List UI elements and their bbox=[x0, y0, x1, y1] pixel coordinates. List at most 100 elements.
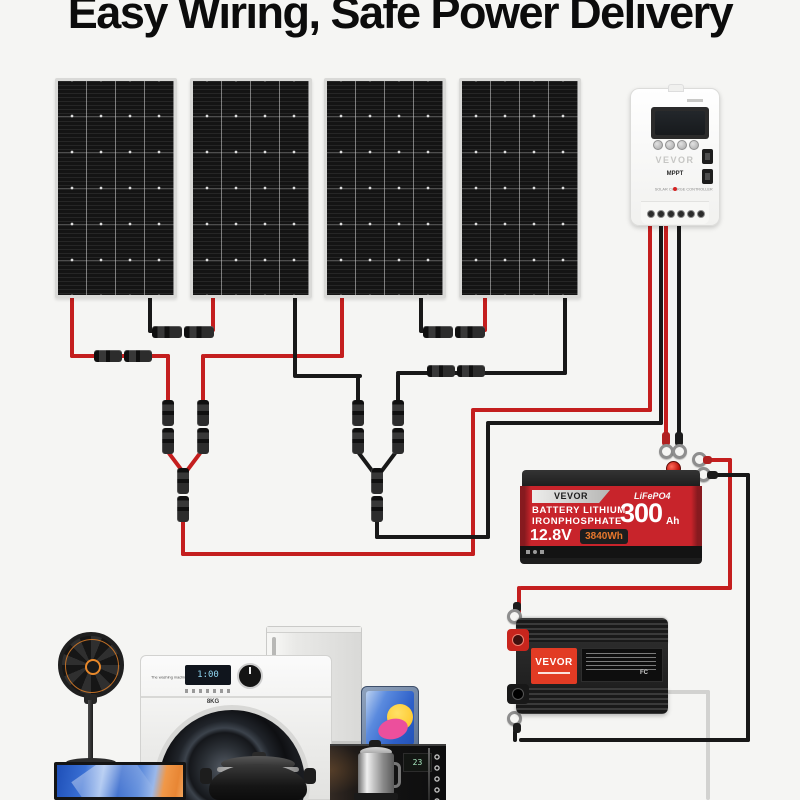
wire-boot bbox=[513, 723, 521, 733]
ac-cable bbox=[706, 690, 710, 800]
cooker-body bbox=[209, 764, 307, 800]
status-led bbox=[673, 187, 677, 191]
washer-knob bbox=[237, 663, 263, 689]
solar-panel-4 bbox=[459, 78, 581, 298]
wire-pv-negative bbox=[375, 520, 379, 539]
y-branch-connector-negative bbox=[371, 468, 383, 494]
wire-panel1-positive bbox=[70, 296, 74, 358]
certification-icon bbox=[540, 550, 544, 554]
mc4-connector bbox=[457, 365, 485, 377]
terminal-strip bbox=[641, 201, 709, 224]
inverter-positive-terminal bbox=[507, 629, 529, 651]
mc4-connector bbox=[392, 428, 404, 454]
tv bbox=[54, 762, 186, 800]
mc4-connector bbox=[197, 400, 209, 426]
inverter-negative-terminal bbox=[507, 684, 529, 704]
battery-label-footer: MADE IN CHINA bbox=[520, 546, 702, 561]
usb-tongue bbox=[705, 173, 710, 180]
washer-panel-divider bbox=[141, 696, 331, 698]
wire-boot bbox=[675, 432, 683, 446]
certification-icon bbox=[526, 550, 530, 554]
mc4-connector bbox=[162, 400, 174, 426]
wire-pv-negative bbox=[375, 535, 490, 539]
wire-panel2-negative bbox=[295, 374, 362, 378]
washer-capacity: 8KG bbox=[206, 699, 220, 705]
wire-panel2-positive bbox=[211, 296, 215, 332]
washer-buttons-row bbox=[185, 689, 233, 693]
tablet bbox=[361, 686, 419, 750]
terminal bbox=[657, 210, 665, 218]
terminal bbox=[647, 210, 655, 218]
mc4-connector bbox=[184, 326, 214, 338]
fridge-top bbox=[267, 627, 361, 633]
terminal bbox=[677, 210, 685, 218]
terminal bbox=[667, 210, 675, 218]
wire-panel1-positive bbox=[166, 354, 170, 402]
inverter: VEVOR FC bbox=[516, 642, 668, 690]
ac-cable bbox=[664, 690, 710, 694]
ring-terminal bbox=[672, 444, 687, 459]
wire-pv-positive bbox=[648, 216, 652, 412]
wire-battery-to-inverter-positive bbox=[728, 458, 732, 590]
rice-cooker bbox=[200, 752, 316, 800]
controller-brand: VEVOR bbox=[655, 155, 695, 165]
tv-wallpaper-swoosh bbox=[71, 765, 155, 797]
mc4-connector bbox=[392, 400, 404, 426]
wire-battery-to-inverter-positive bbox=[702, 458, 732, 462]
certification-icon bbox=[533, 550, 537, 554]
usb-tongue bbox=[705, 153, 710, 160]
battery-capacity-unit: Ah bbox=[666, 516, 680, 527]
mc4-connector bbox=[352, 428, 364, 454]
wire-battery-to-inverter-positive bbox=[519, 586, 732, 590]
battery-energy-badge: 3840Wh bbox=[580, 529, 628, 544]
wire-controller-battery-positive bbox=[664, 216, 668, 436]
blender-base bbox=[354, 793, 398, 800]
spec-text-lines bbox=[586, 653, 656, 671]
battery-base bbox=[520, 558, 702, 564]
terminal-hole bbox=[512, 688, 524, 700]
battery: VEVOR LiFePO4 BATTERY LITHIUM IRONPHOSPH… bbox=[520, 486, 702, 548]
wire-boot bbox=[703, 456, 712, 464]
inverter-fins-bottom bbox=[516, 688, 668, 714]
y-branch-connector-positive bbox=[177, 468, 189, 494]
wire-pv-negative bbox=[659, 216, 663, 425]
usb-port bbox=[702, 149, 713, 164]
battery-voltage: 12.8V bbox=[530, 527, 572, 544]
controller-model: MPPT bbox=[666, 171, 684, 177]
controller-screen-bezel bbox=[651, 107, 709, 139]
inverter-brand: VEVOR bbox=[535, 657, 573, 668]
blender bbox=[350, 740, 402, 800]
fan-neck bbox=[84, 694, 97, 704]
wire-pv-positive bbox=[471, 408, 652, 412]
wire-boot bbox=[707, 471, 718, 479]
battery-capacity: 300 bbox=[620, 498, 663, 528]
wire-panel2-negative bbox=[356, 374, 360, 404]
tablet-screen bbox=[366, 691, 414, 745]
wire-panel4-positive bbox=[483, 296, 487, 332]
wire-panel3-negative bbox=[419, 296, 423, 332]
washer-label: The washing machine bbox=[151, 675, 189, 680]
inverter-fins-top bbox=[516, 618, 668, 644]
wire-pv-negative bbox=[486, 423, 490, 539]
controller-lcd bbox=[655, 111, 705, 135]
controller-button bbox=[677, 140, 687, 150]
fan-hub bbox=[85, 659, 101, 675]
terminal bbox=[697, 210, 705, 218]
wire-battery-to-inverter-positive bbox=[517, 586, 521, 614]
fan-accent-ring bbox=[65, 639, 119, 693]
wire-panel4-negative bbox=[396, 373, 400, 404]
pedestal-fan-head bbox=[58, 632, 124, 698]
battery-chemistry: LiFePO4 bbox=[634, 491, 671, 501]
mc4-connector bbox=[177, 496, 189, 522]
controller-button bbox=[689, 140, 699, 150]
mc4-connector bbox=[352, 400, 364, 426]
controller-model-mark bbox=[687, 99, 703, 102]
solar-panel-3 bbox=[324, 78, 446, 298]
terminal bbox=[687, 210, 695, 218]
wire-boot bbox=[662, 432, 670, 446]
mc4-connector bbox=[162, 428, 174, 454]
mc4-connector bbox=[371, 496, 383, 522]
mc4-connector bbox=[124, 350, 152, 362]
wire-pv-positive bbox=[181, 520, 185, 556]
